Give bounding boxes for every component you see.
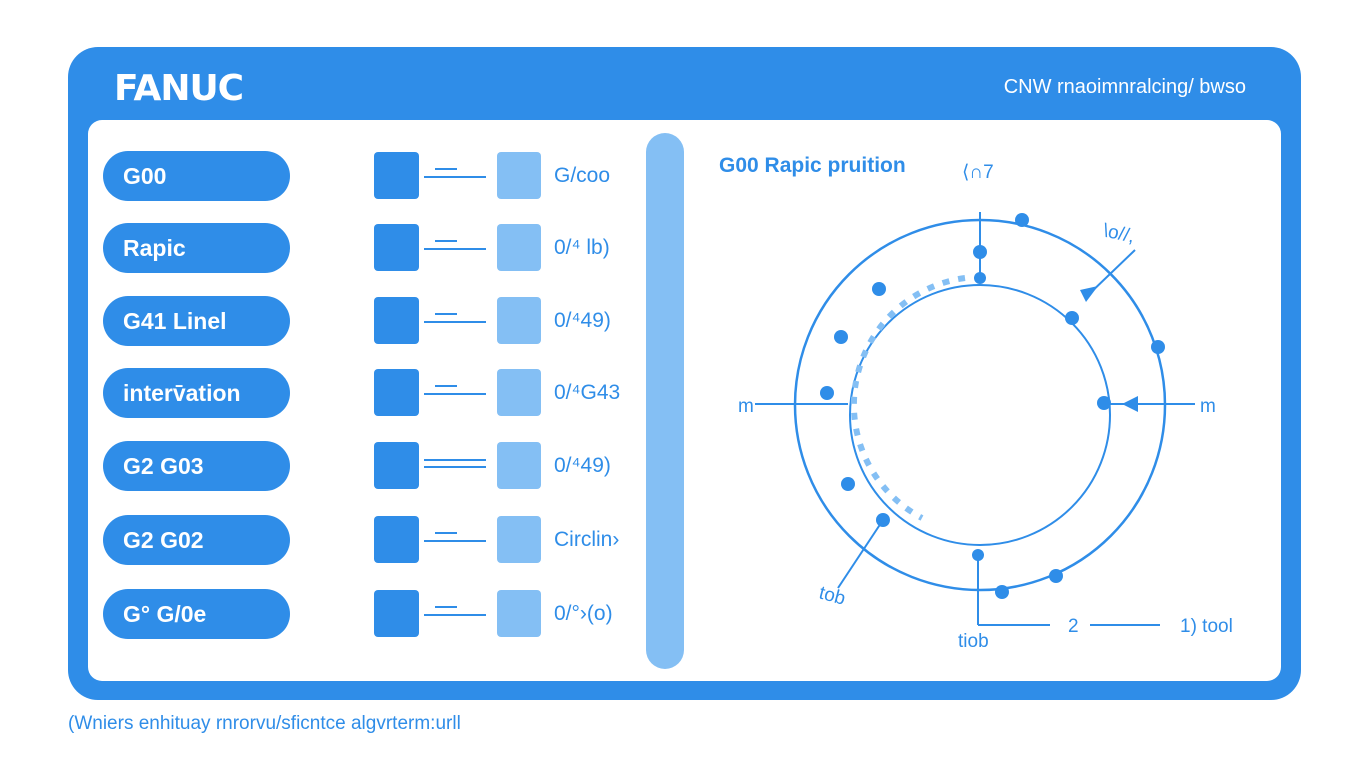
- connector-dash: [435, 313, 457, 315]
- row-indicator-light: [497, 297, 541, 344]
- gcode-button-g2-g02[interactable]: G2 G02: [103, 515, 290, 565]
- row-code: 0/°›(o): [554, 602, 613, 625]
- row-indicator-light: [497, 369, 541, 416]
- dashed-rapid-arc: [850, 275, 966, 521]
- gcode-button-g2-g03[interactable]: G2 G03: [103, 441, 290, 491]
- row-indicator-dark: [374, 516, 419, 563]
- right-axis-label: m: [1200, 396, 1216, 417]
- tool-label-right: 1) tool: [1180, 616, 1233, 637]
- row-indicator-light: [497, 224, 541, 271]
- row-indicator-light: [497, 590, 541, 637]
- footer-caption: (Wniers enhituay rnrorvu/sficntce algvrt…: [68, 713, 461, 734]
- row-code: 0/⁴ lb): [554, 236, 610, 259]
- row-indicator-light: [497, 152, 541, 199]
- row-code: G/coo: [554, 164, 611, 187]
- gcode-button-interpolation[interactable]: interv̄ation: [103, 368, 290, 418]
- row-indicator-dark: [374, 152, 419, 199]
- inner-path-circle: [849, 284, 1111, 546]
- connector-dash: [435, 240, 457, 242]
- connector-line: [424, 466, 486, 468]
- bottom-marker: 2: [1068, 616, 1079, 637]
- row-indicator-dark: [374, 224, 419, 271]
- connector-line: [424, 540, 486, 542]
- bottom-label: tiob: [958, 631, 989, 652]
- connector-line: [424, 393, 486, 395]
- top-label: ⟨∩7: [962, 162, 994, 183]
- row-indicator-light: [497, 442, 541, 489]
- right-arrow-icon: [1122, 396, 1138, 412]
- tool-pointer-line: [837, 519, 884, 589]
- gcode-button-g00[interactable]: G00: [103, 151, 290, 201]
- connector-dash: [435, 532, 457, 534]
- row-indicator-dark: [374, 369, 419, 416]
- connector-dash: [435, 168, 457, 170]
- header-subtitle: CNW rnaoimnralcing/ bwso: [1003, 76, 1246, 98]
- brand-logo: FANUC: [114, 68, 244, 109]
- tool-path-diagram: ⟨∩7 \o//, m m tob tiob 2 1) tool: [738, 162, 1233, 652]
- connector-line: [424, 321, 486, 323]
- connector-line: [424, 176, 486, 178]
- connector-dash: [435, 606, 457, 608]
- left-axis-label: m: [738, 396, 754, 417]
- pointer-arrow-icon: [1080, 286, 1098, 302]
- vertical-scrollbar[interactable]: [646, 133, 684, 669]
- row-code: 0/⁴G43: [554, 381, 621, 404]
- row-indicator-dark: [374, 442, 419, 489]
- gcode-button-g41[interactable]: G41 Linel: [103, 296, 290, 346]
- connector-line: [424, 248, 486, 250]
- connector-line: [424, 614, 486, 616]
- row-indicator-dark: [374, 297, 419, 344]
- connector-dash: [435, 385, 457, 387]
- gcode-button-g-g0e[interactable]: G° G/0e: [103, 589, 290, 639]
- diagram-title: G00 Rapic pruition: [719, 154, 906, 177]
- tool-label-left: tob: [817, 583, 848, 610]
- row-code: 0/⁴49): [554, 454, 611, 477]
- gcode-button-rapic[interactable]: Rapic: [103, 223, 290, 273]
- top-right-label: \o//,: [1101, 220, 1136, 247]
- connector-line: [424, 459, 486, 461]
- row-code: Circlin›: [554, 528, 620, 551]
- row-code: 0/⁴49): [554, 309, 611, 332]
- row-indicator-light: [497, 516, 541, 563]
- row-indicator-dark: [374, 590, 419, 637]
